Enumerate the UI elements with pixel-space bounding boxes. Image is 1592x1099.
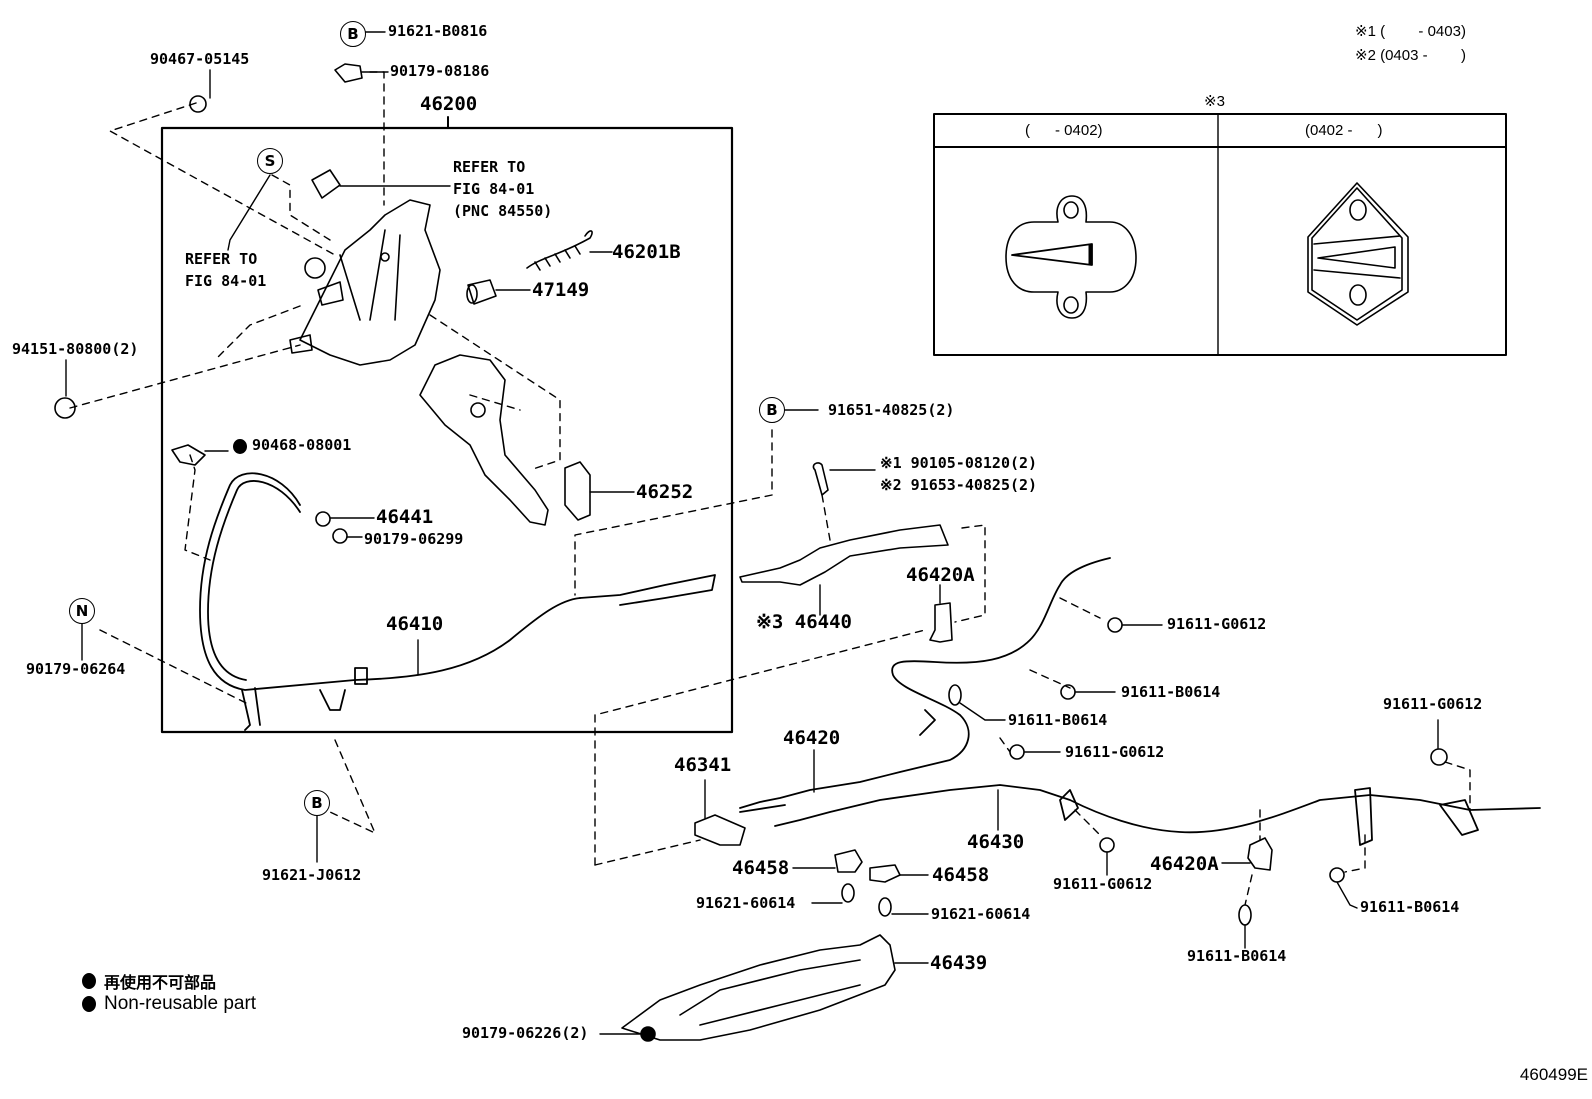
nut-90179-06299-drawing (332, 528, 348, 544)
circle-mark-n: N (69, 598, 95, 624)
part-label-46440[interactable]: ※3 46440 (756, 611, 852, 633)
part-label-91611-B0614-c[interactable]: 91611-B0614 (1360, 898, 1460, 916)
part-label-91621-B0816[interactable]: 91621-B0816 (388, 22, 488, 40)
part-label-90105-08120[interactable]: ※1 90105-08120(2) (880, 454, 1038, 472)
bolt-91621-60614-b-drawing (878, 897, 892, 917)
legend-item-jp: 再使用不可部品 (82, 969, 216, 993)
clamp-46341-drawing (694, 814, 746, 846)
nut-46441-drawing (315, 511, 331, 527)
part-label-46420A-bottom[interactable]: 46420A (1150, 853, 1219, 875)
legend-text-en: Non-reusable part (104, 993, 257, 1014)
inset-part-early (1005, 195, 1137, 319)
assembly-box-46200 (160, 126, 734, 734)
part-label-91611-G0612-d[interactable]: 91611-G0612 (1383, 695, 1483, 713)
cable-46430-drawing (774, 784, 1541, 846)
bushing-47149-drawing (466, 279, 497, 305)
part-label-91611-B0614-d[interactable]: 91611-B0614 (1187, 947, 1287, 965)
part-label-91621-60614-a[interactable]: 91621-60614 (696, 894, 796, 912)
inset-table (933, 113, 1507, 356)
bolt-90467-drawing (189, 95, 207, 113)
refer-note-pnc: REFER TO FIG 84-01 (PNC 84550) (453, 158, 553, 220)
inset-header-late: (0402 - ) (1305, 122, 1383, 139)
inset-header-early: ( - 0402) (1025, 122, 1103, 139)
part-label-91611-B0614-b[interactable]: 91611-B0614 (1008, 711, 1108, 729)
grommet-46458-a-drawing (834, 849, 863, 873)
part-label-46420[interactable]: 46420 (783, 727, 841, 749)
part-label-91621-60614-b[interactable]: 91621-60614 (931, 905, 1031, 923)
part-label-91653-40825[interactable]: ※2 91653-40825(2) (880, 476, 1038, 494)
circle-mark-b-top: B (340, 21, 366, 47)
part-label-46341[interactable]: 46341 (674, 754, 732, 776)
part-label-46458-b[interactable]: 46458 (932, 864, 990, 886)
non-reusable-dot-icon (82, 996, 96, 1012)
pedal-bracket-drawing (289, 199, 441, 366)
grommet-46458-b-drawing (869, 864, 901, 883)
part-label-90179-08186[interactable]: 90179-08186 (390, 62, 490, 80)
guide-46420A-bottom-drawing (1247, 837, 1273, 871)
date-note-1: ※1 ( - 0403) (1355, 23, 1466, 40)
circle-mark-b-mid: B (759, 397, 785, 423)
sector-46252-plate-drawing (419, 354, 549, 526)
nut-90179-08186-drawing (334, 63, 363, 83)
equalizer-46440-drawing (739, 462, 949, 586)
part-label-46439[interactable]: 46439 (930, 952, 988, 974)
bolts-91611-drawing (948, 617, 1448, 926)
part-label-90467-05145[interactable]: 90467-05145 (150, 50, 250, 68)
clip-90468-drawing (171, 444, 206, 466)
cushion-46252-drawing (564, 461, 591, 521)
spring-46201B-drawing (526, 230, 593, 271)
insulator-46439-drawing (621, 934, 896, 1041)
part-label-91611-G0612-a[interactable]: 91611-G0612 (1167, 615, 1267, 633)
part-label-46201B[interactable]: 46201B (612, 241, 681, 263)
part-label-46441[interactable]: 46441 (376, 506, 434, 528)
pawl-drawing (311, 169, 341, 199)
part-label-46420A-top[interactable]: 46420A (906, 564, 975, 586)
inset-part-late (1307, 182, 1409, 326)
part-label-91611-B0614-a[interactable]: 91611-B0614 (1121, 683, 1221, 701)
part-label-46252[interactable]: 46252 (636, 481, 694, 503)
part-label-94151-80800[interactable]: 94151-80800(2) (12, 340, 139, 358)
non-reusable-dot-icon (82, 973, 96, 989)
circle-mark-s: S (257, 148, 283, 174)
part-label-90179-06264[interactable]: 90179-06264 (26, 660, 126, 678)
part-label-47149[interactable]: 47149 (532, 279, 590, 301)
part-label-90179-06299[interactable]: 90179-06299 (364, 530, 464, 548)
refer-note-fig: REFER TO FIG 84-01 (185, 250, 267, 290)
cable-46410-drawing (199, 472, 716, 731)
bolt-91621-60614-a-drawing (841, 883, 855, 903)
part-label-91611-G0612-c[interactable]: 91611-G0612 (1053, 875, 1153, 893)
figure-id: 460499E (1519, 1065, 1588, 1084)
nut-90179-06226-drawing (640, 1026, 656, 1042)
part-label-91651-40825[interactable]: 91651-40825(2) (828, 401, 955, 419)
part-label-91611-G0612-b[interactable]: 91611-G0612 (1065, 743, 1165, 761)
part-label-46458-a[interactable]: 46458 (732, 857, 790, 879)
cable-46420-drawing (739, 557, 1111, 813)
part-label-91621-J0612[interactable]: 91621-J0612 (262, 866, 362, 884)
circle-mark-b-bottom: B (304, 790, 330, 816)
part-label-90179-06226[interactable]: 90179-06226(2) (462, 1024, 589, 1042)
part-label-46410[interactable]: 46410 (386, 613, 444, 635)
legend-text-jp: 再使用不可部品 (104, 973, 217, 992)
non-reusable-marker (233, 439, 247, 454)
guide-46420A-top-drawing (929, 602, 953, 643)
date-note-2: ※2 (0403 - ) (1355, 47, 1466, 64)
part-label-46200: 46200 (420, 93, 478, 115)
part-label-90468-08001[interactable]: 90468-08001 (252, 436, 352, 454)
nut-94151-drawing (54, 397, 76, 419)
part-label-46430[interactable]: 46430 (967, 831, 1025, 853)
legend-item-en: Non-reusable part (82, 993, 256, 1015)
inset-title: ※3 (1204, 93, 1225, 110)
